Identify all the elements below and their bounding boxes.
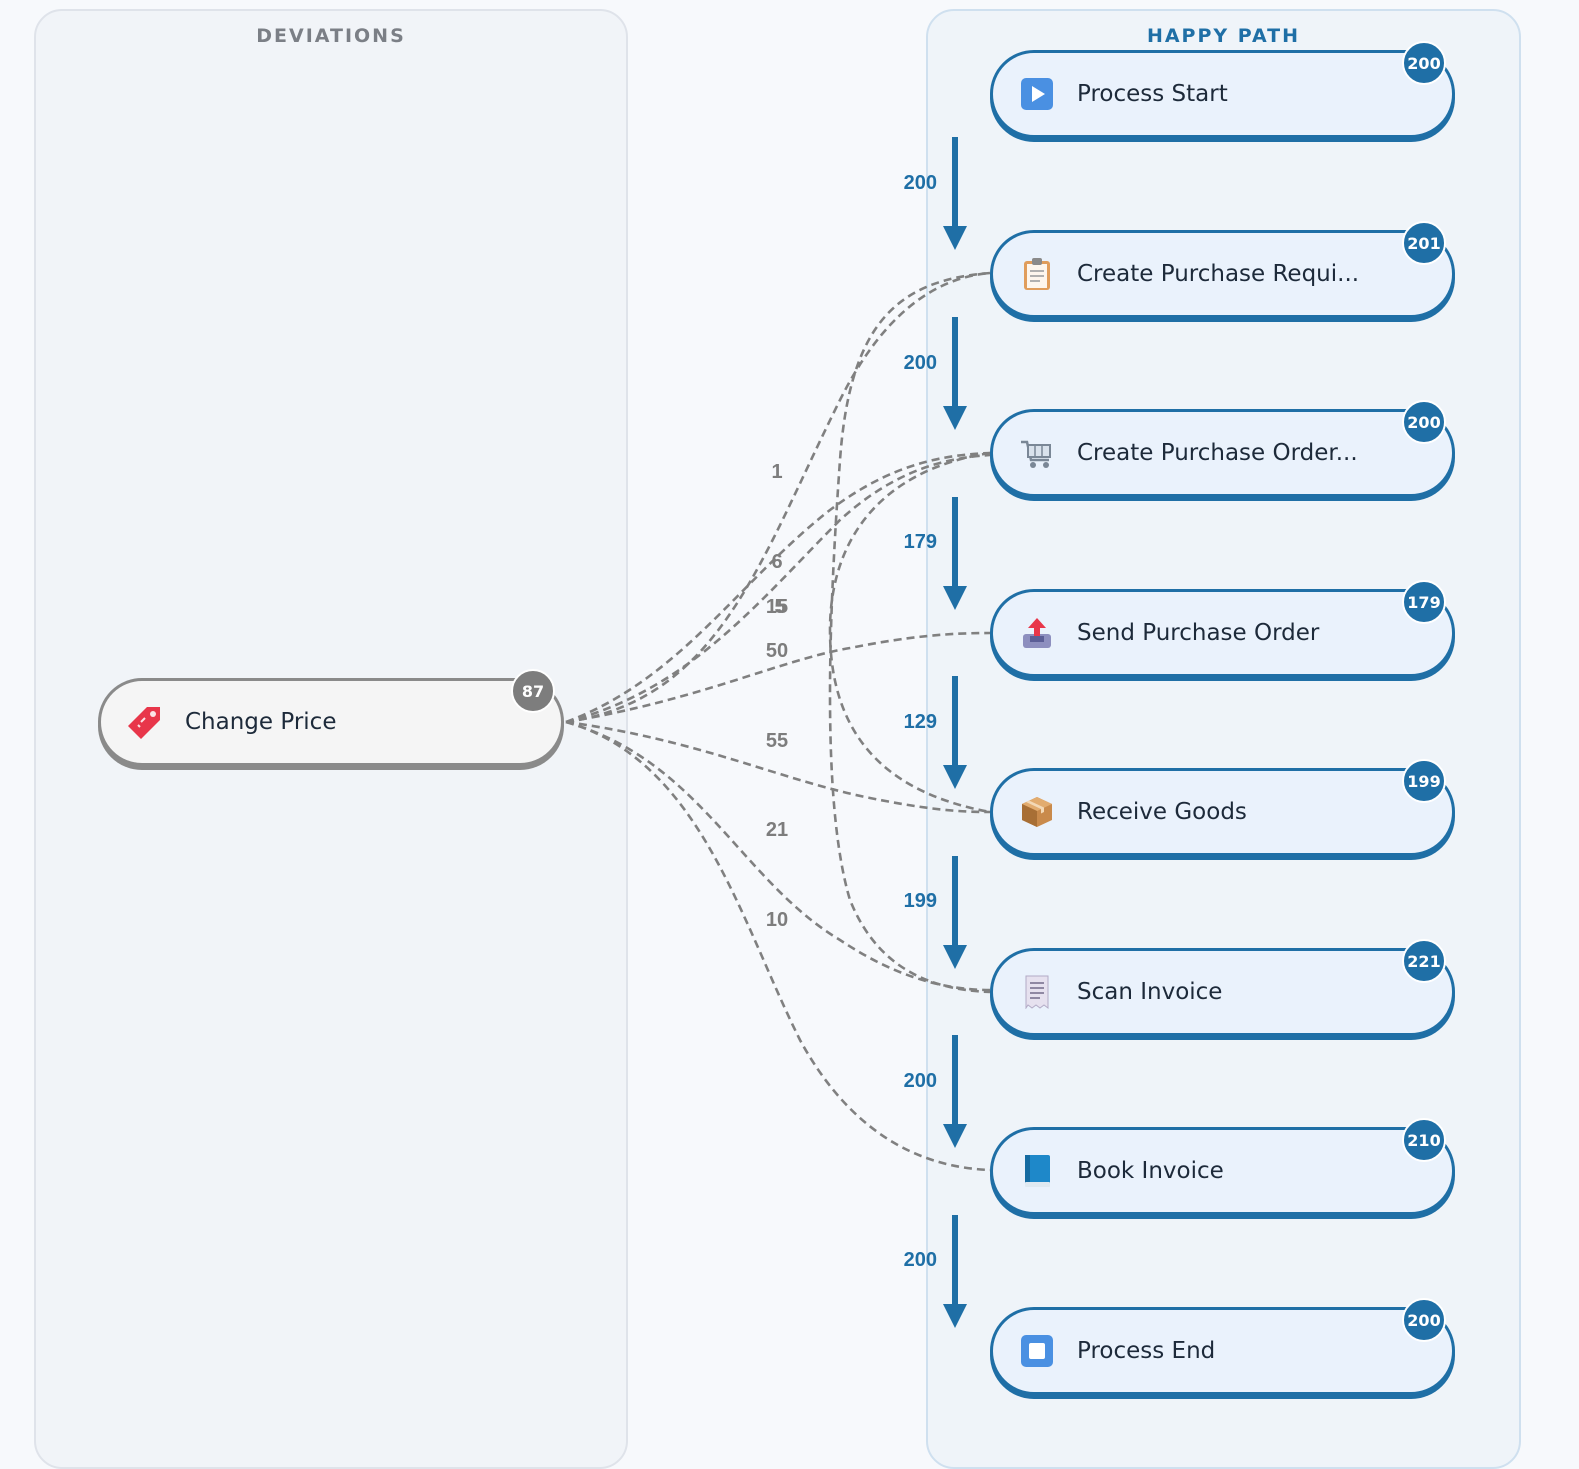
count-badge: 87 — [511, 669, 555, 713]
node-receive-goods[interactable]: Receive Goods 199 — [990, 759, 1455, 856]
deviation-edge-label: 55 — [766, 730, 788, 752]
count-badge: 200 — [1402, 41, 1446, 85]
deviation-edge-reqi-to-scan — [828, 271, 991, 994]
deviation-edge-to-book-invoice — [565, 720, 991, 1172]
deviation-edge-label: 10 — [766, 909, 788, 931]
deviation-edge-label: 15 — [766, 596, 788, 618]
happy-edges: 200 200 179 129 199 200 200 — [904, 137, 967, 1328]
node-label: Change Price — [185, 709, 337, 735]
count-badge: 201 — [1402, 221, 1446, 265]
happy-edge-label: 200 — [904, 352, 937, 374]
deviation-edge-label: 1 — [771, 461, 782, 483]
deviation-edge-labels: 1 6 15 5 50 55 21 10 — [766, 461, 788, 931]
node-label: Process End — [1077, 1338, 1216, 1364]
deviation-edge-to-scan-invoice — [565, 720, 991, 992]
happy-edge-label: 200 — [904, 1249, 937, 1271]
node-change-price[interactable]: Change Price 87 — [98, 669, 564, 766]
deviation-edges — [565, 271, 991, 1172]
count-badge: 199 — [1402, 759, 1446, 803]
deviation-edge-order-to-receive — [828, 451, 991, 814]
deviation-edge-label: 6 — [771, 551, 782, 573]
deviations-lane-title: DEVIATIONS — [256, 25, 406, 47]
happy-edge-label: 179 — [904, 531, 937, 553]
deviation-edge-to-create-purchase-order — [565, 451, 991, 724]
node-label: Send Purchase Order — [1077, 620, 1320, 646]
node-label: Create Purchase Requi... — [1077, 261, 1360, 287]
node-label: Book Invoice — [1077, 1158, 1224, 1184]
deviation-edge-to-create-purchase-requisition — [565, 271, 991, 724]
receipt-icon — [1019, 974, 1055, 1010]
outbox-tray-icon — [1019, 615, 1055, 651]
clipboard-icon — [1019, 256, 1055, 292]
count-badge: 200 — [1402, 1298, 1446, 1342]
shopping-cart-icon — [1019, 435, 1055, 471]
count-badge: 221 — [1402, 939, 1446, 983]
node-process-start[interactable]: Process Start 200 — [990, 41, 1455, 138]
deviation-edge-to-create-purchase-order-2 — [565, 453, 991, 724]
node-process-end[interactable]: Process End 200 — [990, 1298, 1455, 1395]
node-label: Create Purchase Order... — [1077, 440, 1358, 466]
node-send-purchase-order[interactable]: Send Purchase Order 179 — [990, 580, 1455, 677]
node-label: Scan Invoice — [1077, 979, 1223, 1005]
deviation-edge-to-receive-goods — [565, 720, 991, 814]
deviation-edge-label: 21 — [766, 819, 788, 841]
deviation-edge-to-send-purchase-order — [565, 631, 991, 724]
happy-edge-label: 200 — [904, 1070, 937, 1092]
deviation-edge-label: 50 — [766, 640, 788, 662]
node-create-purchase-order[interactable]: Create Purchase Order... 200 — [990, 400, 1455, 497]
deviation-edge-label: 5 — [774, 596, 785, 618]
stop-icon — [1019, 1333, 1055, 1369]
package-icon — [1019, 794, 1055, 830]
happy-edge-label: 200 — [904, 172, 937, 194]
happy-edge-label: 129 — [904, 711, 937, 733]
node-book-invoice[interactable]: Book Invoice 210 — [990, 1118, 1455, 1215]
count-badge: 200 — [1402, 400, 1446, 444]
happy-edge-label: 199 — [904, 890, 937, 912]
price-tag-icon — [127, 704, 163, 740]
play-icon — [1019, 76, 1055, 112]
count-badge: 179 — [1402, 580, 1446, 624]
node-create-purchase-requisition[interactable]: Create Purchase Requi... 201 — [990, 221, 1455, 318]
blue-book-icon — [1019, 1153, 1055, 1189]
count-badge: 210 — [1402, 1118, 1446, 1162]
node-label: Process Start — [1077, 81, 1228, 107]
node-scan-invoice[interactable]: Scan Invoice 221 — [990, 939, 1455, 1036]
happy-path-lane-title: HAPPY PATH — [1146, 25, 1301, 47]
node-label: Receive Goods — [1077, 799, 1247, 825]
